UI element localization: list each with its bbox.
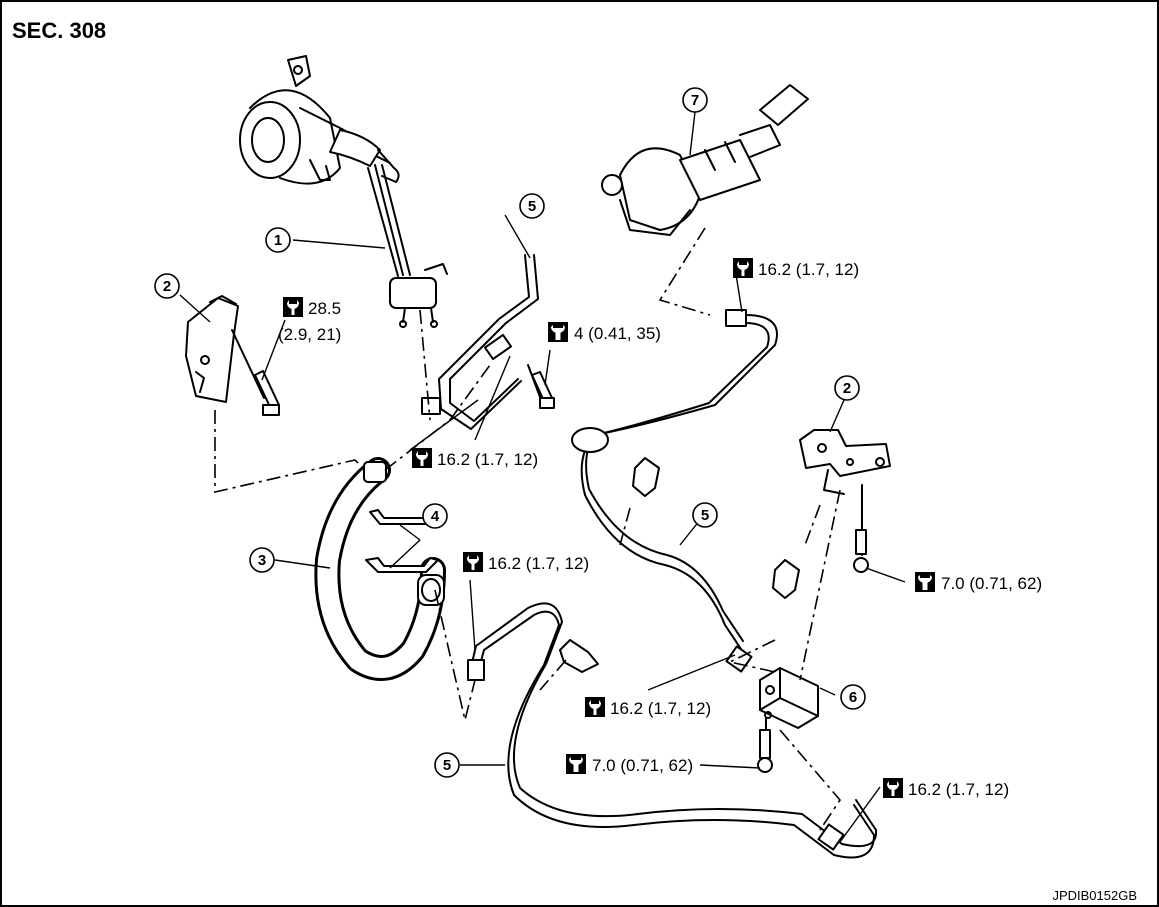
torque-spec-4-text: 16.2 (1.7, 12)	[437, 450, 538, 469]
callout-1-label: 1	[274, 232, 282, 249]
torque-spec-6: 7.0 (0.71, 62)	[915, 572, 1042, 593]
wrench-torque-icon	[585, 697, 605, 717]
callout-4: 4	[422, 503, 448, 529]
release-bearing-part	[239, 55, 400, 185]
callout-4-label: 4	[431, 508, 440, 525]
pipe-union-part	[759, 667, 819, 729]
wrench-torque-icon	[463, 552, 483, 572]
clutch-pipe-part-lower	[467, 602, 878, 859]
torque-spec-2-line2: (2.9, 21)	[278, 325, 341, 344]
wrench-torque-icon	[883, 778, 903, 798]
torque-spec-2-line1: 28.5	[308, 299, 341, 318]
diagram-code: JPDIB0152GB	[1052, 888, 1137, 903]
callout-6-label: 6	[849, 689, 857, 706]
callout-3: 3	[249, 547, 275, 573]
torque-spec-7-text: 16.2 (1.7, 12)	[610, 699, 711, 718]
callout-2-right-label: 2	[843, 380, 851, 397]
wrench-torque-icon	[283, 297, 303, 317]
callout-1: 1	[265, 227, 291, 253]
bracket-part-left	[185, 295, 239, 403]
pipe-clip-part-right	[632, 457, 800, 599]
callout-6: 6	[840, 684, 866, 710]
torque-spec-7: 16.2 (1.7, 12)	[585, 697, 711, 718]
torque-spec-5-text: 16.2 (1.7, 12)	[488, 554, 589, 573]
torque-wrench-alt-icon	[915, 572, 935, 592]
torque-spec-2: 28.5 (2.9, 21)	[278, 297, 341, 344]
torque-spec-8-text: 7.0 (0.71, 62)	[592, 756, 693, 775]
callout-5-top: 5	[519, 193, 545, 219]
torque-spec-6-text: 7.0 (0.71, 62)	[941, 574, 1042, 593]
callout-2-left: 2	[154, 273, 180, 299]
section-title: SEC. 308	[12, 18, 106, 43]
callout-7-label: 7	[691, 92, 699, 109]
torque-spec-1: 16.2 (1.7, 12)	[733, 258, 859, 279]
callout-5-middle: 5	[692, 502, 718, 528]
torque-spec-3: 4 (0.41, 35)	[548, 322, 661, 343]
callout-3-label: 3	[258, 552, 266, 569]
bolt-part-right	[853, 484, 869, 573]
torque-spec-1-text: 16.2 (1.7, 12)	[758, 260, 859, 279]
callout-5-bottom-label: 5	[443, 757, 451, 774]
callout-5-middle-label: 5	[701, 507, 709, 524]
master-cylinder-part	[601, 84, 809, 236]
bolt-part-left	[231, 329, 280, 416]
wrench-torque-icon	[733, 258, 753, 278]
torque-spec-3-text: 4 (0.41, 35)	[574, 324, 661, 343]
bolt-part-union	[757, 717, 773, 773]
callout-5-top-label: 5	[528, 198, 536, 215]
torque-wrench-alt-icon	[548, 322, 568, 342]
torque-spec-9: 16.2 (1.7, 12)	[883, 778, 1009, 799]
torque-wrench-alt-icon	[566, 754, 586, 774]
callout-2-right: 2	[834, 375, 860, 401]
torque-spec-5: 16.2 (1.7, 12)	[463, 552, 589, 573]
clutch-pipe-part-right	[571, 309, 778, 673]
callout-2-left-label: 2	[163, 278, 171, 295]
clutch-pipe-part-upper	[421, 254, 539, 430]
bracket-part-right	[799, 429, 891, 495]
clutch-tube-part-1	[367, 164, 448, 328]
wrench-torque-icon	[412, 448, 432, 468]
bolt-part-center	[527, 364, 555, 409]
callout-5-bottom: 5	[434, 752, 460, 778]
torque-spec-9-text: 16.2 (1.7, 12)	[908, 780, 1009, 799]
torque-spec-4: 16.2 (1.7, 12)	[412, 448, 538, 469]
callout-7: 7	[682, 87, 708, 113]
torque-spec-8: 7.0 (0.71, 62)	[566, 754, 693, 775]
